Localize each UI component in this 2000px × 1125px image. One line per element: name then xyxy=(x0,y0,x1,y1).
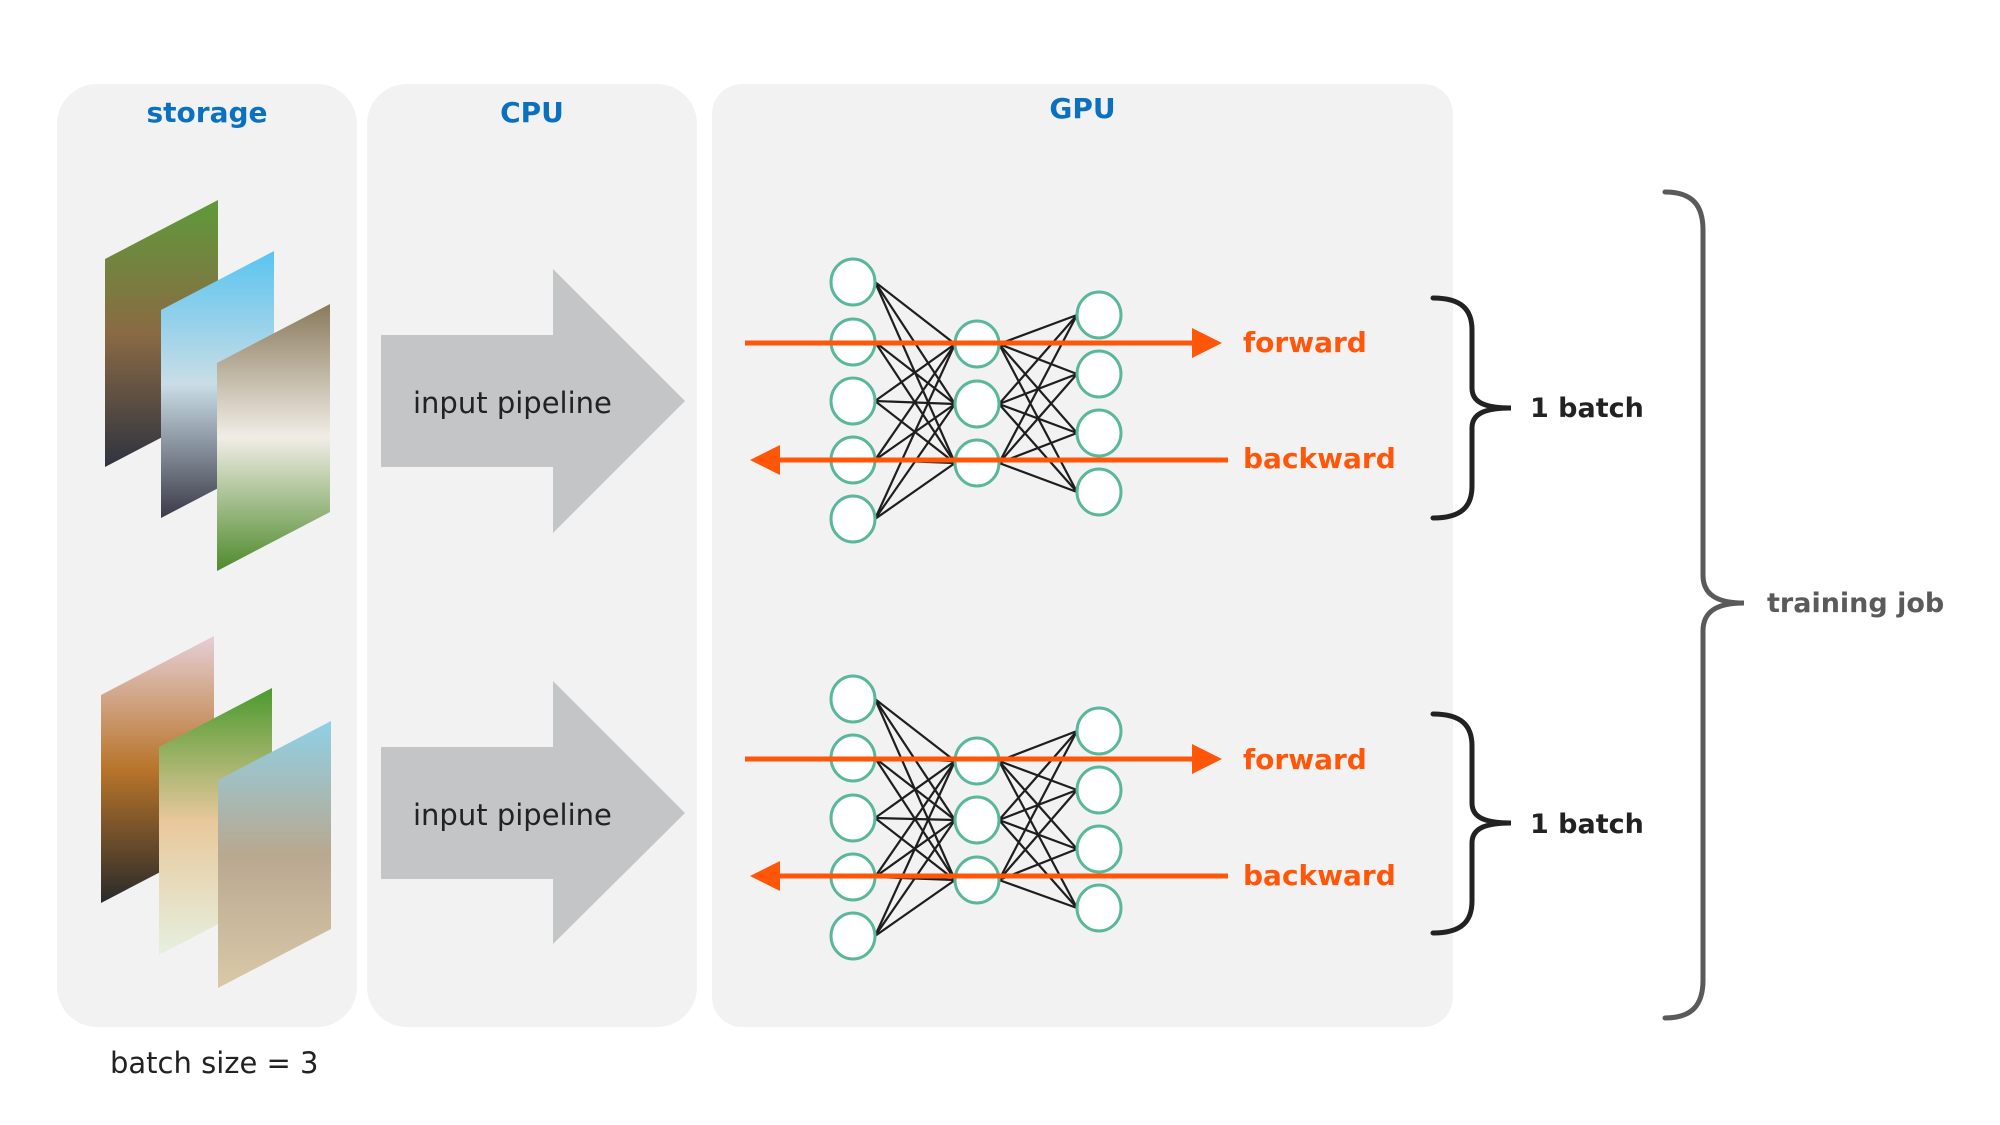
network-edge xyxy=(998,314,1078,405)
network-node xyxy=(1075,706,1123,756)
network-edge xyxy=(874,462,956,520)
input-pipeline-arrow: input pipeline xyxy=(381,269,685,533)
network-node xyxy=(953,379,1001,429)
network-edge xyxy=(874,760,956,819)
network-node xyxy=(953,855,1001,905)
pipeline-arrow-shape xyxy=(381,681,685,944)
neural-network xyxy=(829,257,1123,544)
network-edge xyxy=(998,878,1078,910)
storage-title: storage xyxy=(146,96,268,129)
network-node xyxy=(1075,349,1123,399)
pipeline-label: input pipeline xyxy=(413,386,612,420)
network-node xyxy=(829,376,877,426)
network-edge xyxy=(998,314,1078,464)
network-edge xyxy=(874,879,956,937)
network-edge xyxy=(998,461,1078,494)
forward-label: forward xyxy=(1243,743,1367,776)
network-edge xyxy=(998,313,1078,346)
batch-group: input pipeline 1 batch forward backward xyxy=(101,636,1644,988)
network-edge xyxy=(873,760,957,937)
network-node xyxy=(829,674,877,724)
network-node xyxy=(829,793,877,843)
network-edges xyxy=(873,698,1078,937)
image-stack xyxy=(105,200,330,571)
network-node xyxy=(1075,290,1123,340)
batch-group: input pipeline 1 batch forward backward xyxy=(105,200,1644,571)
network-edge xyxy=(998,789,1078,881)
network-edge xyxy=(874,281,956,345)
network-edge xyxy=(874,698,956,762)
network-edge xyxy=(998,729,1078,763)
network-edge xyxy=(998,730,1078,881)
network-edge xyxy=(998,373,1078,464)
network-node xyxy=(1075,467,1123,517)
batch-label: 1 batch xyxy=(1530,809,1644,840)
training-job-brace xyxy=(1662,189,1745,1021)
training-job-label: training job xyxy=(1767,588,1944,619)
network-node xyxy=(1075,883,1123,933)
cpu-title: CPU xyxy=(500,96,564,129)
network-node xyxy=(1075,765,1123,815)
network-node xyxy=(1075,824,1123,874)
network-node xyxy=(829,494,877,544)
batch-brace xyxy=(1430,295,1512,521)
batch-label: 1 batch xyxy=(1530,393,1644,424)
network-edge xyxy=(874,343,956,402)
backward-label: backward xyxy=(1243,442,1396,475)
network-node xyxy=(829,257,877,307)
image-stack xyxy=(101,636,331,988)
forward-label: forward xyxy=(1243,326,1367,359)
gpu-title: GPU xyxy=(1049,92,1116,125)
network-edge xyxy=(874,760,956,878)
neural-network xyxy=(829,674,1123,961)
network-node xyxy=(953,795,1001,845)
batch-size-note: batch size = 3 xyxy=(110,1046,319,1080)
network-edge xyxy=(873,343,957,520)
network-edge xyxy=(998,730,1078,821)
pipeline-label: input pipeline xyxy=(413,798,612,832)
dog-photo xyxy=(218,721,331,988)
network-edge xyxy=(874,343,956,461)
batch-brace xyxy=(1430,711,1512,936)
network-node xyxy=(829,911,877,961)
input-pipeline-arrow: input pipeline xyxy=(381,681,685,944)
network-node xyxy=(1075,408,1123,458)
dog-photo xyxy=(217,304,330,571)
backward-label: backward xyxy=(1243,859,1396,892)
network-node xyxy=(953,438,1001,488)
pipeline-arrow-shape xyxy=(381,269,685,533)
